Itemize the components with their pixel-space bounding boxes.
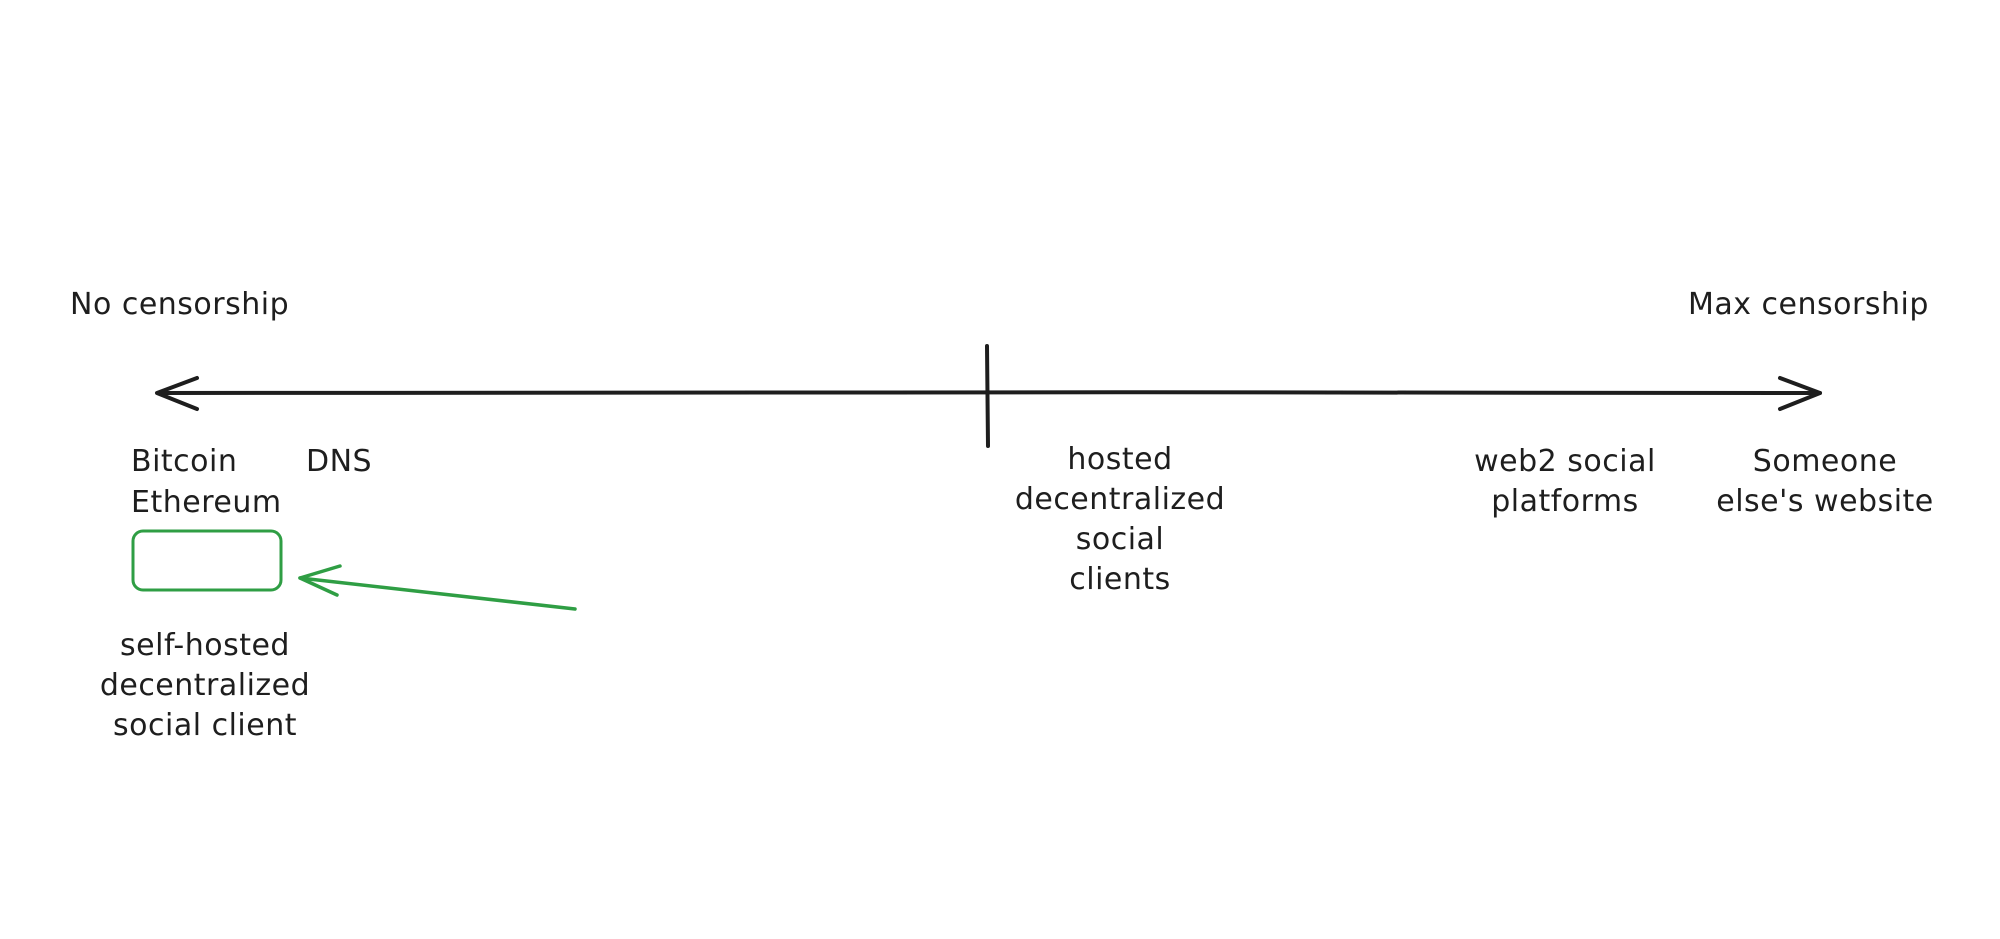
left-arrowhead [155,376,199,411]
hosted-decentralized-clients-label: hosted decentralized social clients [1014,442,1226,597]
censorship-axis [156,390,1822,395]
self-hosted-arrow-line [298,576,577,611]
midpoint-tick [985,344,990,448]
web2-social-platforms-label: web2 social platforms [1474,444,1656,519]
bitcoin-label: Bitcoin [131,444,238,479]
max-censorship-label: Max censorship [1688,287,1929,322]
ethereum-label: Ethereum [131,485,282,520]
dns-label: DNS [306,444,373,479]
self-hosted-arrowhead [298,564,342,597]
right-arrowhead [1778,376,1822,411]
no-censorship-label: No censorship [70,287,290,322]
someone-elses-website-label: Someone else's website [1716,444,1934,519]
self-hosted-highlight-box [131,529,283,592]
self-hosted-client-label: self-hosted decentralized social client [99,628,311,743]
